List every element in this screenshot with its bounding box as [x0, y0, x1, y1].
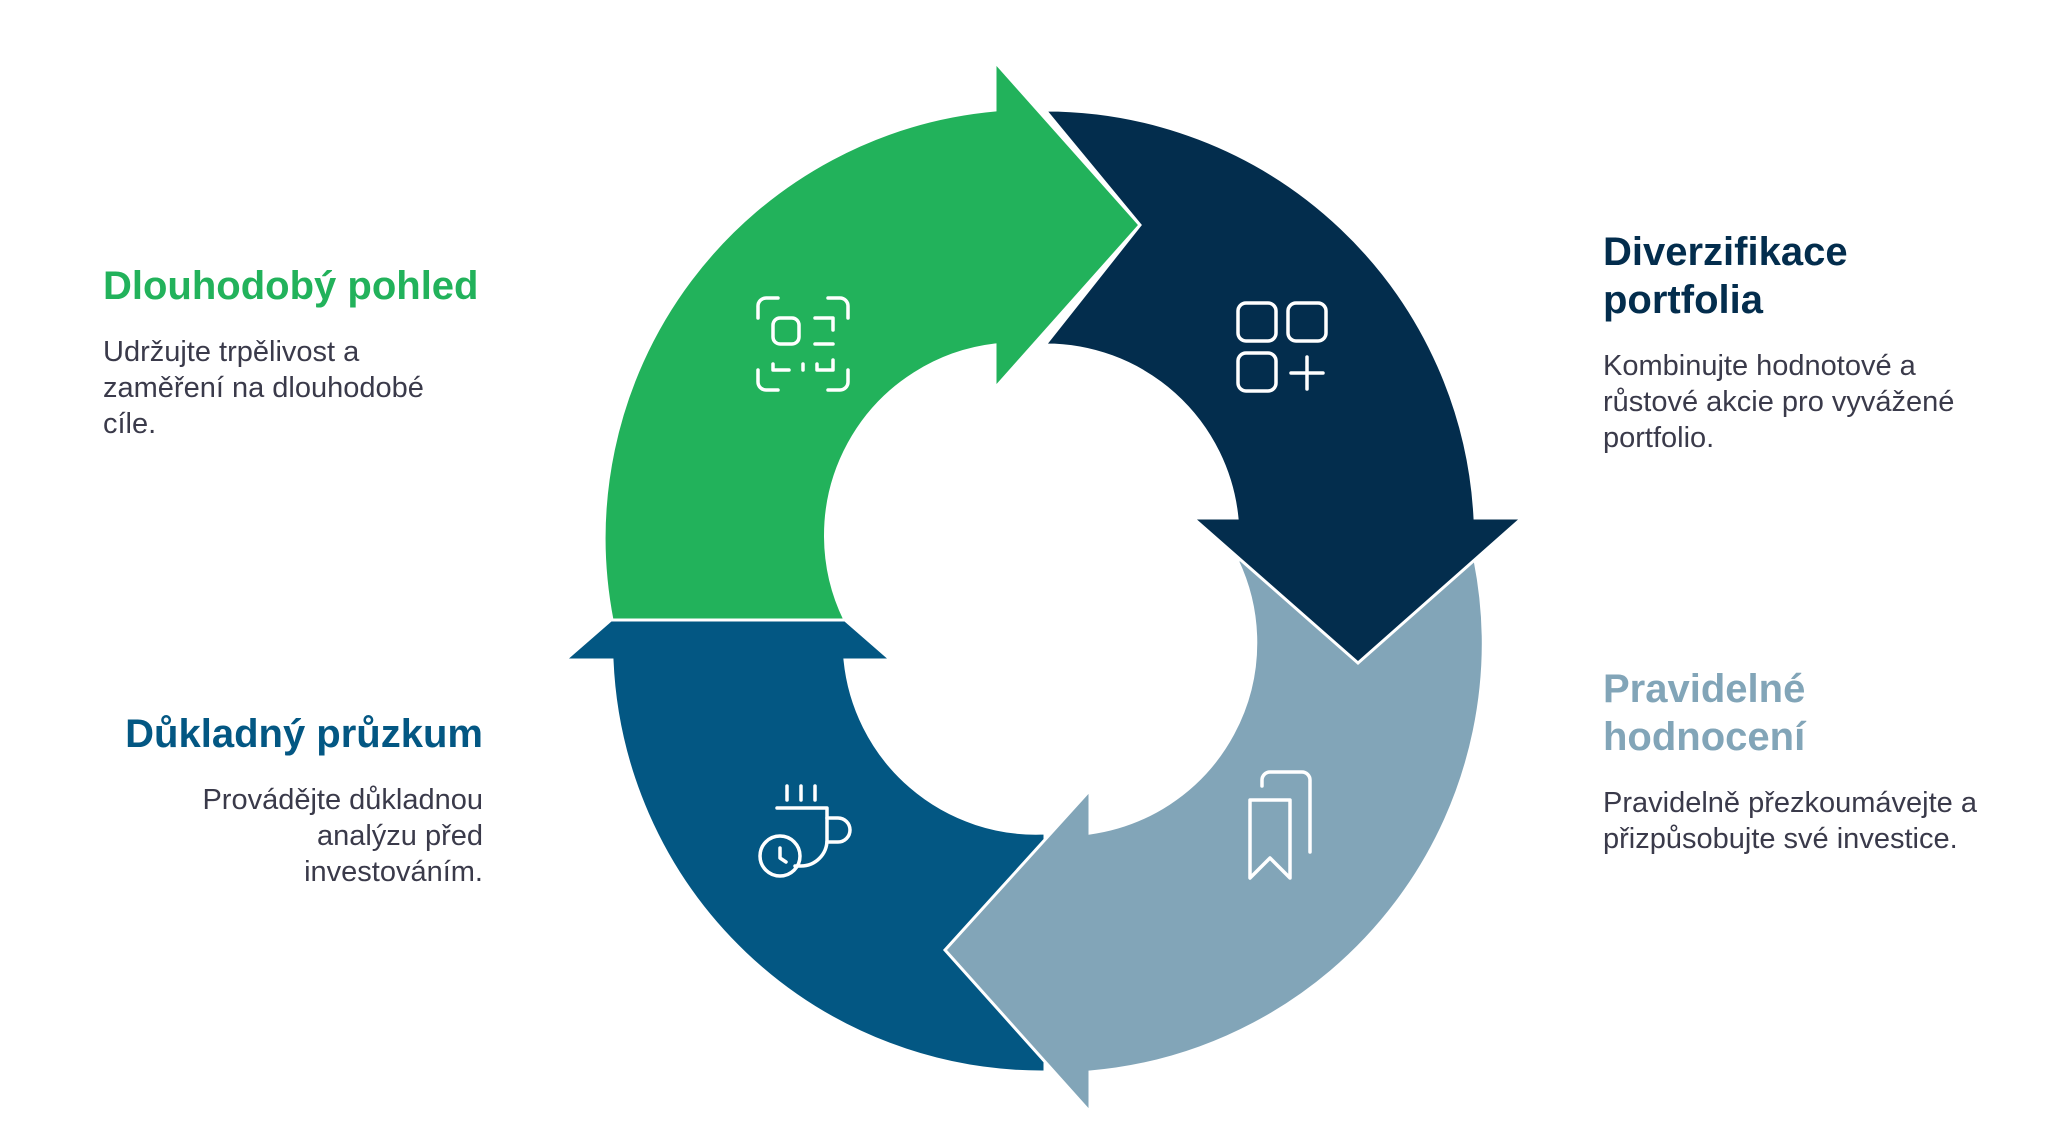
step-description: Provádějte důkladnou analýzu před invest…: [202, 784, 483, 888]
step-title: Důkladný průzkum: [125, 712, 483, 756]
bookmarks-icon: [1248, 770, 1312, 880]
step-label-review: Pravidelné hodnocení Pravidelně přezkoum…: [1603, 665, 2003, 857]
arrow-segment-diversification: [1041, 108, 1526, 665]
step-description: Pravidelně přezkoumávejte a přizpůsobujt…: [1603, 787, 1977, 855]
arrow-segment-research: [560, 516, 1047, 1074]
step-title: Pravidelné hodnocení: [1603, 667, 1806, 759]
step-title: Dlouhodobý pohled: [103, 264, 479, 308]
arrow-segment-long-term: [602, 58, 1143, 622]
focus-scan-icon: [756, 296, 850, 392]
step-description: Udržujte trpělivost a zaměření na dlouho…: [103, 336, 424, 440]
step-description: Kombinujte hodnotové a růstové akcie pro…: [1603, 350, 1955, 454]
apps-add-icon: [1236, 301, 1328, 393]
step-label-diversification: Diverzifikace portfolia Kombinujte hodno…: [1603, 228, 2003, 456]
step-label-research: Důkladný průzkum Provádějte důkladnou an…: [100, 710, 483, 890]
arrow-segment-review: [942, 558, 1485, 1116]
coffee-timer-icon: [758, 784, 852, 878]
step-label-long-term: Dlouhodobý pohled Udržujte trpělivost a …: [103, 262, 543, 442]
step-title: Diverzifikace portfolia: [1603, 230, 1848, 322]
